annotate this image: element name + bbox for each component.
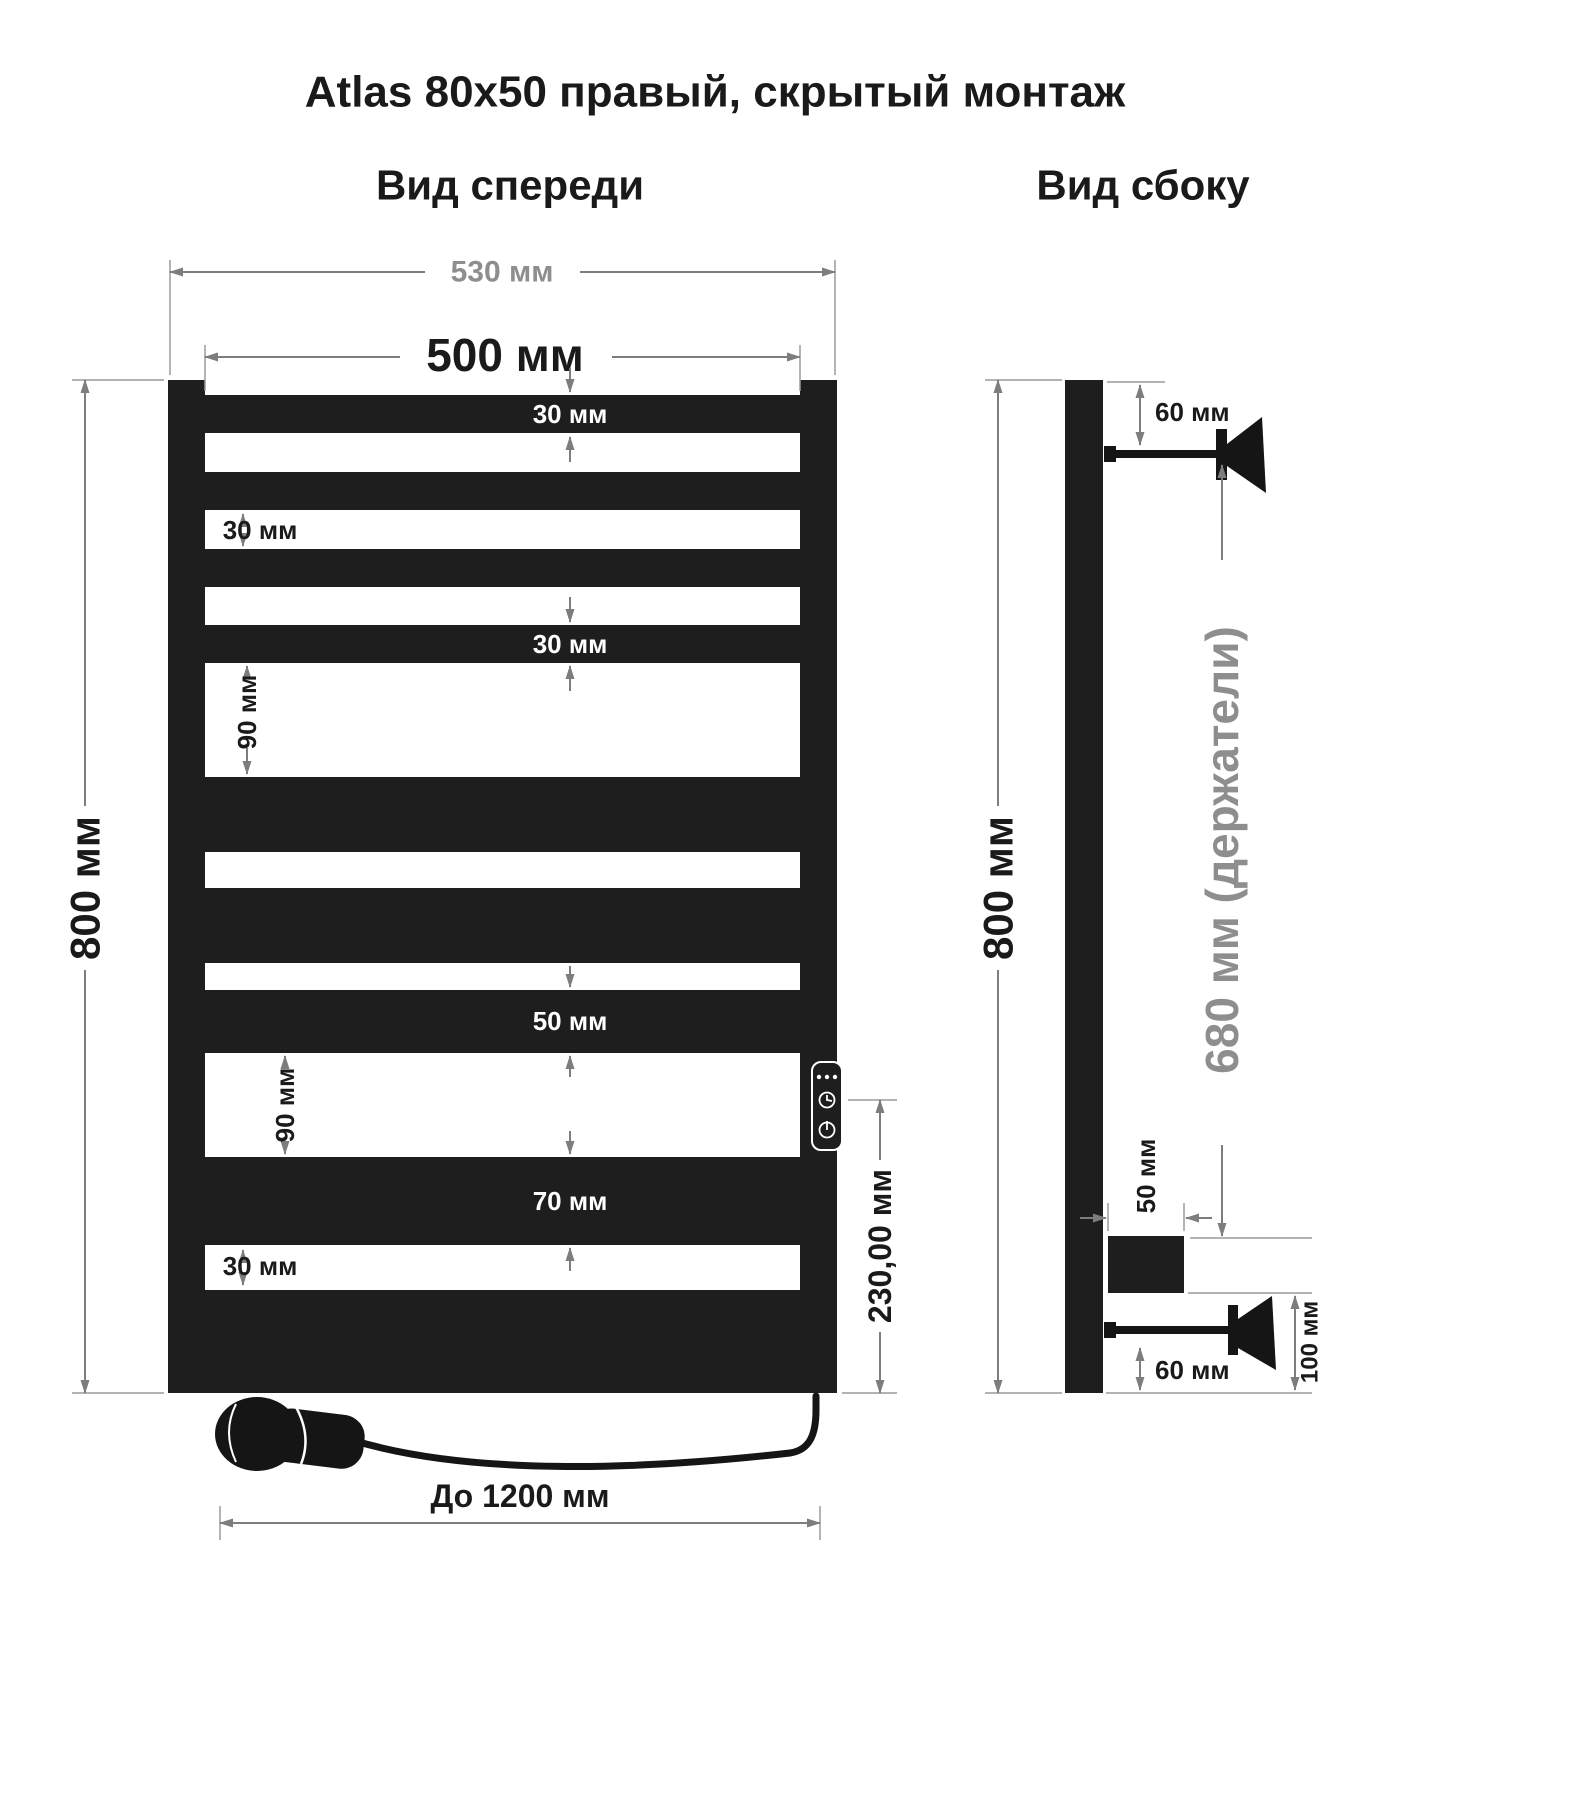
rung-6 [205,888,800,963]
dim-bar-4: 30 мм [533,597,608,691]
front-view-title: Вид спереди [376,162,644,209]
power-plug [215,1397,365,1471]
dim-label-inner-width: 500 мм [426,329,584,381]
dim-bottom-offset: 60 мм [1135,1347,1230,1391]
holder-stem [1216,429,1227,480]
plug-seam [228,1403,237,1463]
top-holder [1104,417,1266,493]
dim-gap-mid: 90 мм [232,665,262,775]
dim-top-offset: 60 мм [1107,381,1230,446]
plug-head [215,1397,299,1471]
dim-label-block-depth: 50 мм [1131,1139,1161,1214]
mounting-block [1108,1236,1184,1293]
rung-8 [205,1157,800,1245]
holder-anchor [1104,1322,1116,1338]
dim-label-top-offset: 60 мм [1155,397,1230,427]
dim-label-bottom-offset: 60 мм [1155,1355,1230,1385]
front-view: 530 мм 500 мм 30 мм 30 мм 30 мм [62,256,898,1540]
dim-label-bar-7: 50 мм [533,1006,608,1036]
dim-bar-top: 30 мм [533,368,608,462]
dim-label-holders-span: 680 мм (держатели) [1196,626,1248,1074]
menu-dots-icon [816,1074,838,1080]
dim-label-cable-length: До 1200 мм [430,1478,609,1514]
rung-7 [205,990,800,1053]
dim-label-gap-bottom: 30 мм [223,1251,298,1281]
wall-profile [1065,380,1103,1393]
dim-bar-8: 70 мм [533,1131,608,1271]
side-view-title: Вид сбоку [1036,162,1250,209]
dim-gap-bottom: 30 мм [223,1249,298,1286]
rung-4 [205,625,800,663]
dim-label-front-height: 800 мм [62,816,109,960]
holder-cone [1238,1296,1276,1370]
dot [832,1074,838,1080]
dim-label-outer-width: 530 мм [451,256,554,289]
holder-anchor [1104,446,1116,462]
rung-9 [205,1290,800,1393]
holder-rod [1116,450,1216,458]
rung-3 [205,549,800,587]
plug-seam [291,1401,307,1465]
dot [816,1074,822,1080]
dim-cable-length: До 1200 мм [219,1478,821,1540]
power-icon [818,1121,836,1139]
page-title: Atlas 80x50 правый, скрытый монтаж [305,68,1126,117]
mounting-block-group: 50 мм [1080,1139,1212,1293]
holder-cone [1227,417,1266,493]
side-view: 800 мм 60 мм 680 мм (держатели) [975,379,1324,1394]
holder-stem [1228,1305,1238,1355]
control-panel [811,1061,843,1151]
power-cable [348,1392,820,1470]
dim-bottom-height: 100 мм [1106,1292,1324,1394]
dim-side-height: 800 мм [975,379,1062,1394]
dim-gap-lower: 90 мм [270,1055,300,1155]
rung-2 [205,472,800,510]
dim-label-bar-top: 30 мм [533,399,608,429]
dim-label-side-height: 800 мм [975,816,1022,960]
dim-control-offset: 230,00 мм [842,1099,898,1394]
bottom-holder [1104,1296,1276,1370]
dim-label-bar-8: 70 мм [533,1186,608,1216]
dim-front-height: 800 мм [62,379,164,1394]
rung-1 [205,395,800,433]
dot [824,1074,830,1080]
dim-label-gap-upper: 30 мм [223,515,298,545]
dim-label-bottom-height: 100 мм [1297,1301,1324,1383]
timer-face [818,1091,836,1109]
dim-inner-width: 500 мм [204,329,801,391]
rung-5 [205,777,800,852]
dim-label-gap-lower: 90 мм [270,1068,300,1143]
timer-icon [818,1091,836,1109]
timer-hands [826,1095,833,1102]
dim-bar-7: 50 мм [533,966,608,1077]
dim-outer-width: 530 мм [169,256,836,375]
dim-label-control-offset: 230,00 мм [862,1169,898,1323]
holder-rod [1116,1326,1228,1334]
right-rail [800,380,837,1393]
left-rail [168,380,205,1393]
dim-gap-upper: 30 мм [223,513,298,547]
dim-holders-span: 680 мм (держатели) [1190,464,1312,1239]
dim-label-gap-mid: 90 мм [232,675,262,750]
dim-label-bar-4: 30 мм [533,629,608,659]
